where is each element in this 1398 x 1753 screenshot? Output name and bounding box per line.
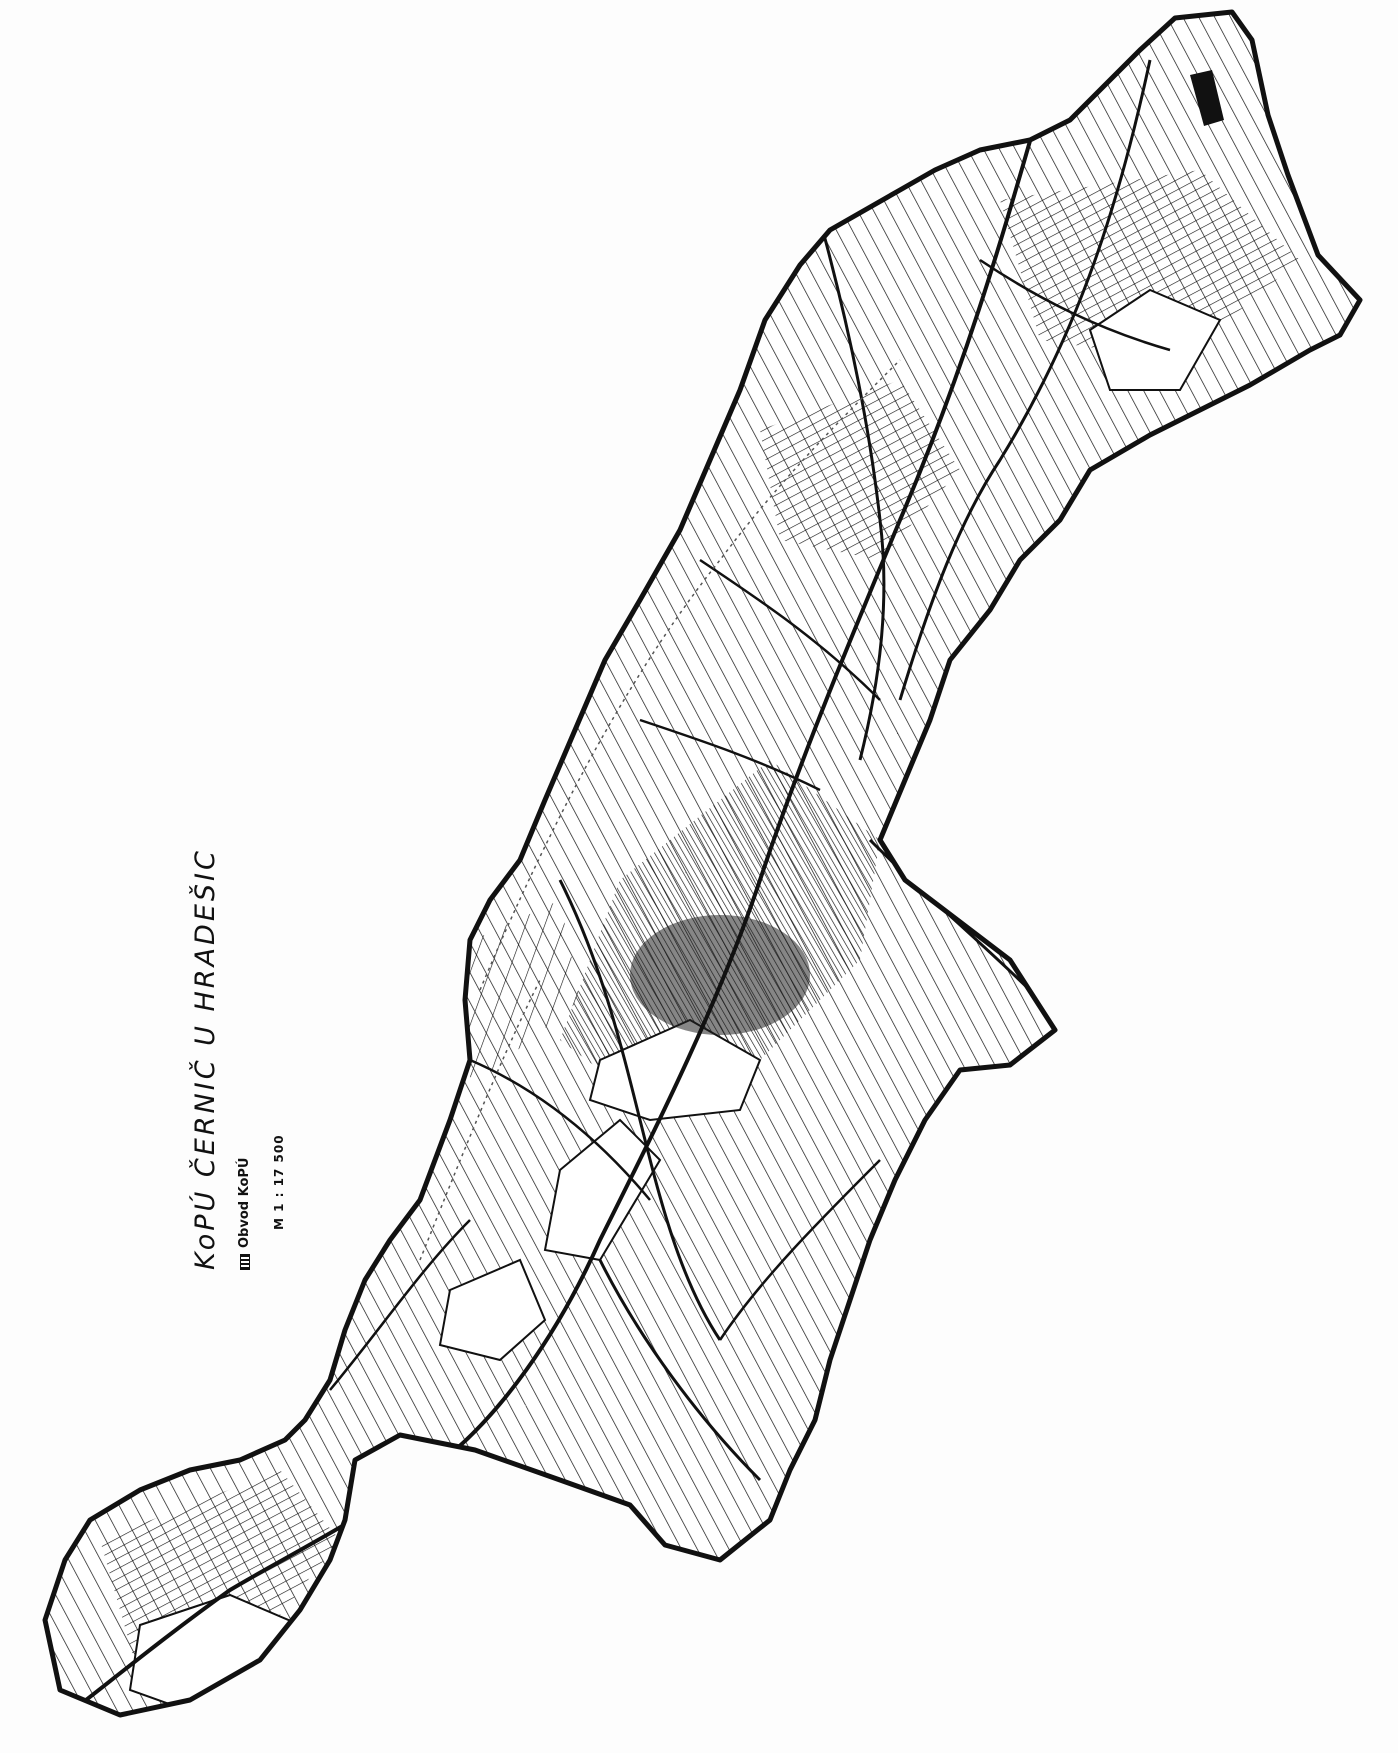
map-title: KoPÚ ČERNIČ U HRADEŠIC xyxy=(190,848,221,1270)
legend-hatch-icon xyxy=(239,1254,250,1270)
map-scale: M 1 : 17 500 xyxy=(272,1134,286,1230)
legend: Obvod KoPÚ xyxy=(237,848,252,1270)
map-title-block: KoPÚ ČERNIČ U HRADEŠIC Obvod KoPÚ M 1 : … xyxy=(190,848,286,1270)
legend-label: Obvod KoPÚ xyxy=(237,1157,252,1248)
territory-boundary xyxy=(42,9,1363,1718)
